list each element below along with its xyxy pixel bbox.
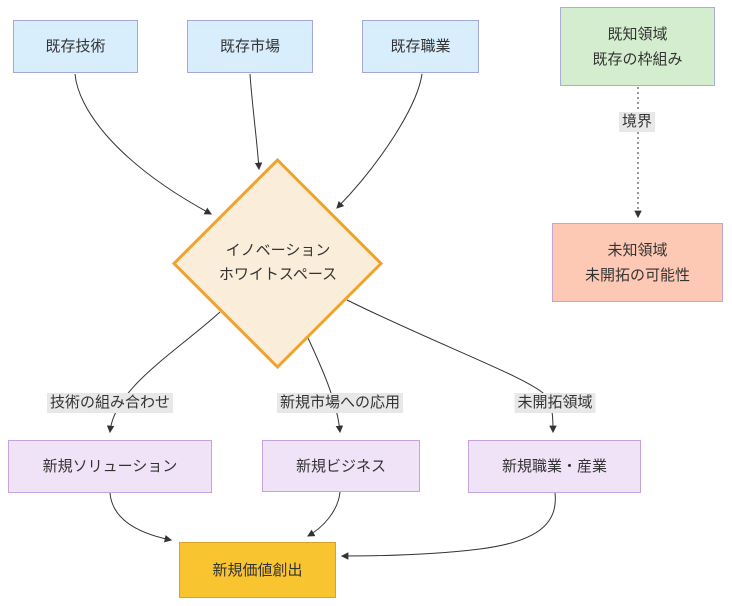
node-whitespace-diamond xyxy=(171,157,384,370)
node-tech: 既存技術 xyxy=(13,20,138,73)
edge-job-to-whitespace xyxy=(336,73,423,209)
node-tech-label: 既存技術 xyxy=(45,38,106,55)
node-solution: 新規ソリューション xyxy=(8,440,212,493)
node-job: 既存職業 xyxy=(362,20,479,73)
edge-label-combine: 技術の組み合わせ xyxy=(46,393,174,413)
node-value: 新規価値創出 xyxy=(179,542,336,598)
node-known-label: 既知領域 既存の枠組み xyxy=(592,25,683,68)
node-whitespace-label: イノベーション ホワイトスペース xyxy=(218,242,338,283)
edge-tech-to-whitespace xyxy=(74,73,212,215)
node-value-label: 新規価値創出 xyxy=(212,561,303,579)
node-unknown: 未知領域 未開拓の可能性 xyxy=(552,223,723,302)
edge-occupation-to-value xyxy=(340,492,556,560)
node-known: 既知領域 既存の枠組み xyxy=(560,7,715,86)
edge-label-boundary: 境界 xyxy=(618,112,656,132)
edge-whitespace-to-business xyxy=(307,337,344,434)
edge-whitespace-to-occupation xyxy=(346,299,557,434)
node-market-label: 既存市場 xyxy=(219,38,280,55)
edge-label-frontier: 未開拓領域 xyxy=(514,393,596,413)
edge-label-apply: 新規市場への応用 xyxy=(276,393,404,413)
node-market: 既存市場 xyxy=(187,20,313,73)
node-occupation-label: 新規職業・産業 xyxy=(501,458,607,475)
node-job-label: 既存職業 xyxy=(390,38,451,55)
edge-business-to-value xyxy=(307,491,341,537)
node-occupation: 新規職業・産業 xyxy=(468,440,641,493)
edge-solution-to-value xyxy=(109,492,173,543)
node-solution-label: 新規ソリューション xyxy=(42,458,178,475)
edge-market-to-whitespace xyxy=(249,73,263,171)
node-business-label: 新規ビジネス xyxy=(295,457,386,475)
node-business: 新規ビジネス xyxy=(262,440,420,492)
edge-whitespace-to-solution xyxy=(106,311,221,434)
node-unknown-label: 未知領域 未開拓の可能性 xyxy=(584,241,690,284)
